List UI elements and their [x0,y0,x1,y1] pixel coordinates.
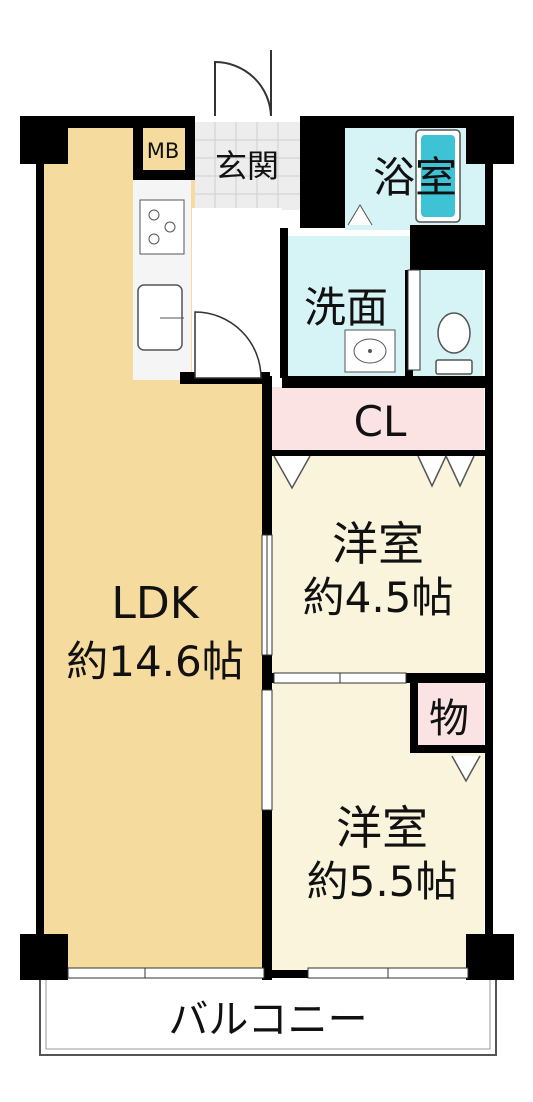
western1-size: 約4.5帖 [303,573,454,622]
closet-room [270,387,484,453]
washroom-label: 洗面 [304,283,388,332]
hall-door-swing-icon [194,311,262,379]
sink-icon [137,284,184,351]
western1-name: 洋室 [332,517,424,571]
balcony-label: バルコニー [168,997,367,1043]
sliding-door-western2 [261,689,273,811]
balcony-windows [67,967,469,979]
bathtub-icon [415,129,461,223]
entrance-label: 玄関 [215,147,279,185]
western2-size: 約5.5帖 [307,857,458,906]
toilet-icon [435,312,473,375]
stove-icon [139,199,185,255]
entrance-room [195,122,300,210]
door-swing-icon [214,50,272,117]
western2-name: 洋室 [336,801,428,855]
meterbox-label: MB [147,139,180,163]
closet-label: CL [354,397,407,446]
storage-room [414,683,484,747]
bath-door-icon [347,204,373,226]
entrance-tiles [195,122,300,208]
ldk-name: LDK [111,578,199,629]
storage-label: 物 [429,696,469,742]
ldk-size: 約14.6帖 [66,637,244,686]
bath-room [345,122,485,230]
closet-door-icons [273,455,481,783]
sliding-door-between-westerns [273,672,407,684]
balcony: バルコニー [39,974,497,1056]
bath-label: 浴室 [373,153,457,202]
sliding-door-western1 [261,534,273,656]
washbasin-icon [344,329,396,373]
washroom-door-icon [407,269,421,371]
walls [20,116,514,980]
western-room-1 [270,455,484,675]
